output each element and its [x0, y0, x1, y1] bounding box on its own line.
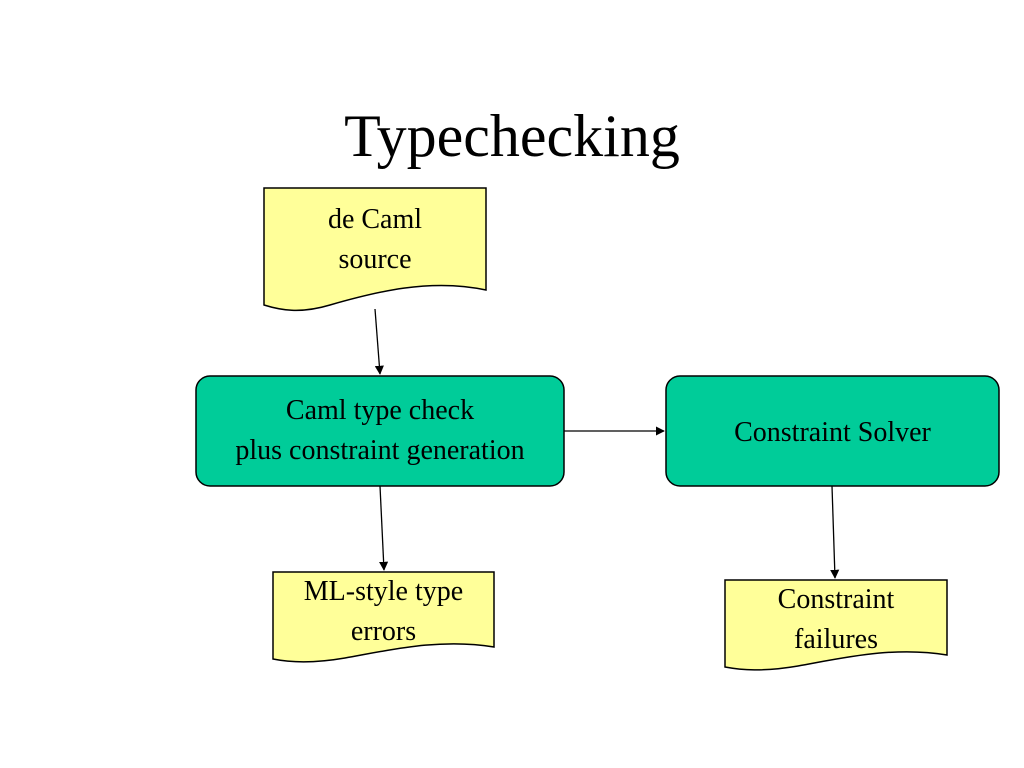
source-document-line-2: source: [338, 244, 412, 275]
source-document-shape: [263, 187, 487, 312]
slide-title: Typechecking: [344, 103, 680, 169]
constraint-failures-line-1: Constraint: [777, 584, 895, 615]
ml-errors-label: ML-style type errors: [273, 572, 494, 652]
edge-solver-to-failures: [830, 485, 840, 579]
ml-errors-document-shape: [272, 571, 495, 663]
constraint-failures-line-2: failures: [794, 624, 878, 655]
ml-errors-line-1: ML-style type: [303, 576, 464, 607]
edge-typecheck-to-errors: [379, 485, 389, 571]
solver-label: Constraint Solver: [666, 413, 999, 453]
source-document-line-1: de Caml: [327, 204, 423, 235]
constraint-failures-label: Constraint failures: [725, 580, 947, 660]
ml-errors-line-2: errors: [350, 616, 417, 647]
type-check-label: Caml type check plus constraint generati…: [186, 391, 574, 471]
source-document-label: de Caml source: [264, 200, 486, 280]
solver-line-1: Constraint Solver: [734, 417, 931, 448]
type-check-line-1: Caml type check: [285, 395, 475, 426]
edge-source-to-typecheck: [374, 308, 384, 375]
constraint-failures-document-shape: [724, 579, 948, 671]
type-check-line-2: plus constraint generation: [235, 435, 525, 466]
